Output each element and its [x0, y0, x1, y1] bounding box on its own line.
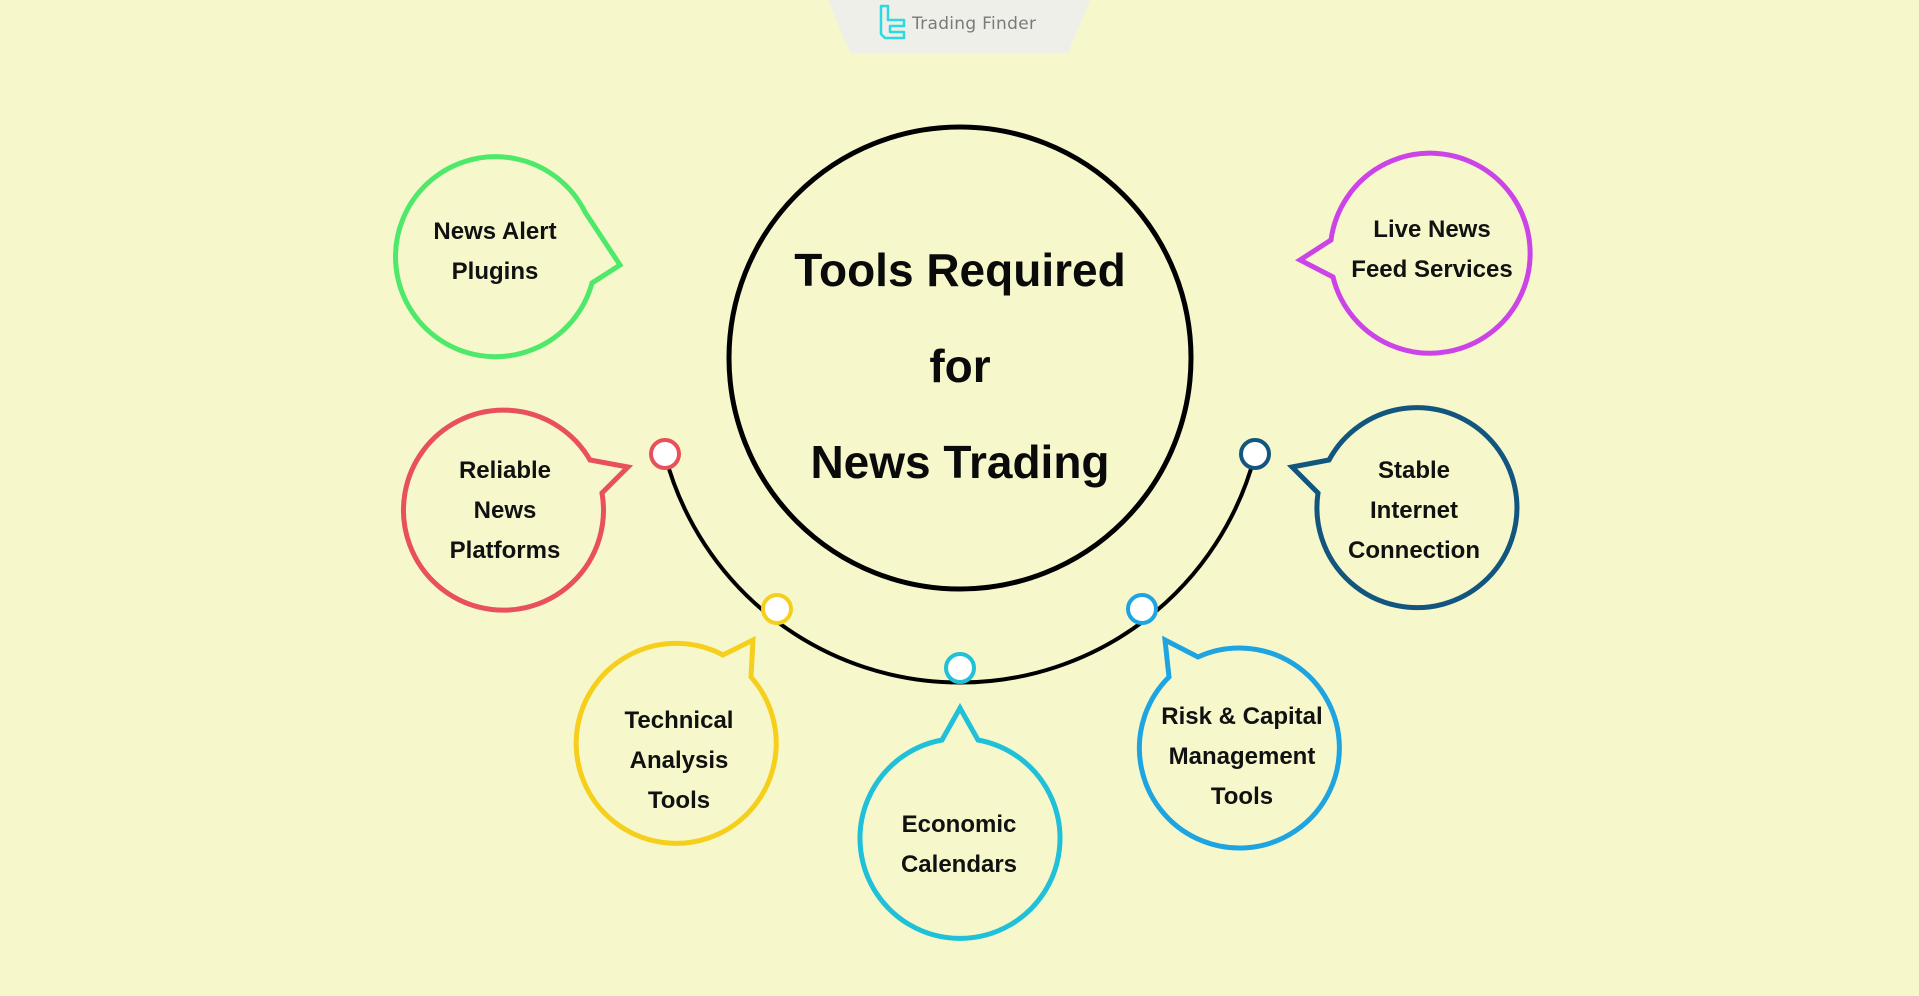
- connector-dot-navy: [1239, 438, 1271, 470]
- center-title: Tools Required for News Trading: [750, 222, 1170, 510]
- center-circle: [726, 124, 1194, 592]
- bubble-stable-internet-connection: [1286, 405, 1520, 611]
- label-live-news-feed-services: Live News Feed Services: [1351, 216, 1513, 283]
- connector-dot-yellow: [761, 593, 793, 625]
- bubble-economic-calendars: [857, 702, 1063, 941]
- connector-dot-red: [649, 438, 681, 470]
- title-line-2: for: [929, 340, 991, 392]
- label-economic-calendars: Economic Calendars: [900, 811, 1018, 878]
- brand-name: Trading Finder: [912, 14, 1037, 34]
- label-risk-capital-management-tools: Risk & Capital Management Tools: [1161, 703, 1323, 810]
- label-news-alert-plugins: News Alert Plugins: [433, 218, 557, 285]
- title-line-1: Tools Required: [794, 244, 1126, 296]
- brand-banner: [828, 0, 1090, 53]
- label-reliable-news-platforms: Reliable News Platforms: [449, 457, 561, 564]
- bubble-reliable-news-platforms: [400, 407, 634, 613]
- bubble-news-alert-plugins: [392, 151, 624, 360]
- label-technical-analysis-tools: Technical Analysis Tools: [624, 707, 734, 814]
- bubble-technical-analysis-tools: [573, 635, 779, 846]
- label-stable-internet-connection: Stable Internet Connection: [1348, 457, 1480, 564]
- bubble-live-news-feed-services: [1295, 150, 1533, 356]
- bubble-risk-capital-management-tools: [1136, 635, 1342, 851]
- title-line-3: News Trading: [810, 436, 1110, 488]
- tf-logo-icon: [879, 4, 906, 40]
- connector-dot-cyan: [944, 652, 976, 684]
- connector-dot-blue: [1126, 593, 1158, 625]
